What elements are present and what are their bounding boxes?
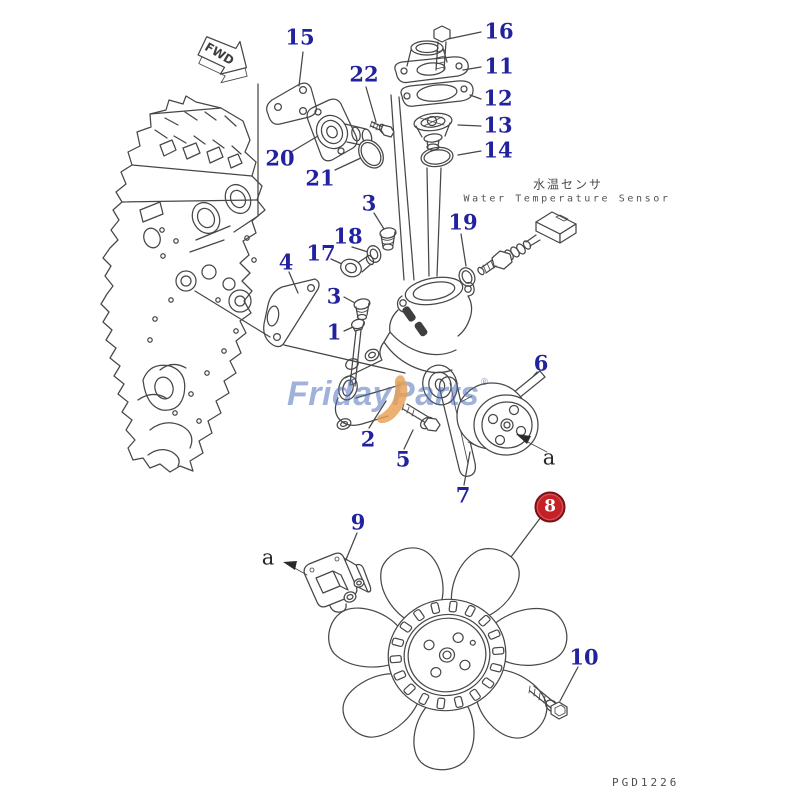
- sensor-label-jp: 水温センサ: [532, 177, 604, 192]
- plug-3-top-drawing: [379, 227, 397, 251]
- plug-17-drawing: [340, 254, 375, 278]
- gasket-12-drawing: [400, 80, 474, 107]
- plate-4-drawing: [263, 278, 320, 348]
- plug-3-lower-drawing: [353, 298, 371, 321]
- watermark-swoosh-icon: [377, 375, 408, 424]
- fwd-arrow: FWD: [197, 36, 248, 84]
- gasket-15-drawing: [266, 82, 317, 125]
- water-outlet-11-drawing: [394, 40, 469, 84]
- bolt-5-drawing: [401, 403, 441, 432]
- seal-14-drawing: [420, 146, 454, 168]
- registered-mark: ®: [480, 377, 489, 388]
- direction-arrows: [283, 434, 548, 576]
- thermostat-13-drawing: [413, 112, 453, 151]
- watermark-text: FridayParts: [287, 375, 480, 413]
- spacer-9-drawing: [303, 552, 372, 613]
- water-pump-2-drawing: [334, 276, 475, 430]
- bolt-1-drawing: [349, 318, 366, 387]
- pulley-6-drawing: [456, 370, 546, 456]
- sensor-label-en: Water Temperature Sensor: [463, 193, 671, 205]
- washer-18-drawing: [366, 245, 382, 263]
- oring-19-drawing: [458, 267, 476, 287]
- drawing-code: PGD1226: [612, 776, 680, 789]
- bolt-10-drawing: [528, 685, 568, 720]
- sensor-19-drawing: [477, 211, 577, 276]
- engine-block-drawing: [100, 95, 266, 473]
- watermark-fridayparts: FridayParts®: [287, 375, 489, 424]
- bolt-22-drawing: [369, 120, 395, 138]
- oring-21-drawing: [358, 139, 384, 169]
- fan-8-drawing: [320, 538, 572, 772]
